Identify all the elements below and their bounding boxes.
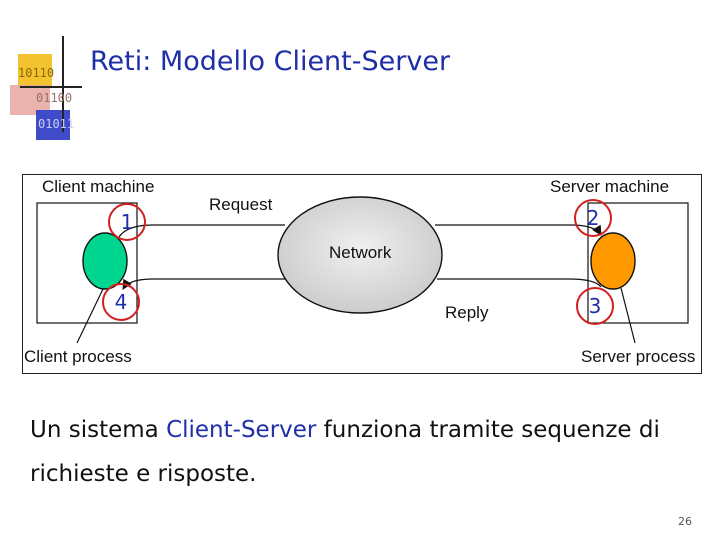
reply-line-right — [437, 278, 602, 288]
network-label: Network — [329, 243, 392, 262]
server-process-node — [590, 232, 636, 290]
client-process-node — [82, 232, 128, 290]
server-process-pointer — [620, 287, 636, 344]
slide-title: Reti: Modello Client-Server — [90, 46, 451, 77]
network-cloud — [277, 196, 443, 314]
body-text-highlight: Client-Server — [166, 417, 317, 443]
logo-yellow-square — [18, 54, 52, 88]
body-text-start: Un sistema — [30, 417, 167, 443]
page-number: 26 — [678, 515, 692, 528]
client-process-label: Client process — [24, 347, 132, 366]
step-marker-2: 2 — [574, 199, 612, 237]
client-process-pointer — [76, 288, 104, 344]
reply-label: Reply — [445, 303, 489, 322]
logo-bits-3: 01011 — [38, 117, 75, 131]
step-marker-4: 4 — [102, 283, 140, 321]
client-server-diagram: Client machine Server machine Request Ne… — [22, 174, 702, 374]
logo-bits-1: 10110 — [18, 66, 55, 80]
logo-vertical-line — [62, 36, 64, 132]
step-marker-3: 3 — [576, 287, 614, 325]
body-text-end: funziona tramite sequenze di richieste e… — [30, 417, 660, 487]
client-machine-label: Client machine — [42, 177, 155, 196]
logo-bits-2: 01100 — [36, 91, 73, 105]
logo-blue-square — [36, 110, 70, 140]
logo-horizontal-line — [20, 86, 82, 88]
server-machine-label: Server machine — [550, 177, 670, 196]
reply-arrow-left — [122, 278, 285, 290]
server-process-label: Server process — [581, 347, 696, 366]
body-text: Un sistema Client-Server funziona tramit… — [30, 408, 690, 496]
request-label: Request — [209, 195, 273, 214]
step-marker-1: 1 — [108, 203, 146, 241]
logo: 10110 01100 01011 — [0, 0, 90, 150]
